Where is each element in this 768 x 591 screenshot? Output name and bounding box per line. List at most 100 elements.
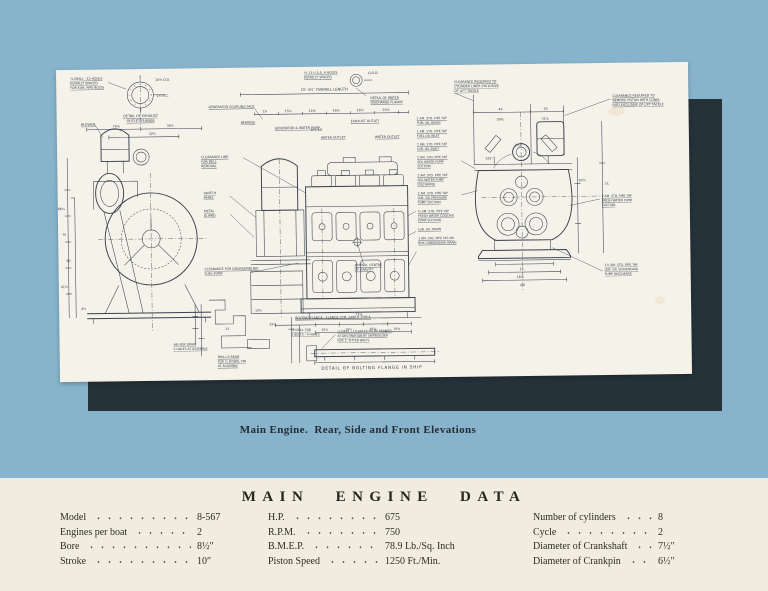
dot-leader [634,540,652,555]
drawing-annotation: METAL [204,209,215,213]
drawing-annotation: AT ASSEMBLY [218,364,238,368]
drawing-annotation: 36¼ [167,124,174,128]
drawing-annotation: GUARD [204,214,216,218]
drawing-annotation: 1 AM. STD. PIPE TAP [417,142,447,146]
bolting-flange-detail [275,323,440,365]
table-row-value: 1250 Ft./Min. [385,555,441,567]
drawing-annotation: LUB. OIL SCAVENGING [605,267,639,271]
drawing-annotation: SWITCH [204,191,217,195]
table-row: R.P.M.750 [268,525,480,541]
table-row-label: Stroke [60,555,87,567]
drawing-annotation: OF GRAVITY [355,268,374,272]
drawing-annotation: 30 [544,107,548,111]
table-row-value: 2 [658,526,663,538]
drawing-annotation: PUMP SUCTION [418,200,441,204]
figure-caption: Main Engine. Rear, Side and Front Elevat… [239,424,477,436]
table-row-value: 675 [385,512,400,523]
drawing-annotation: 10¾ [255,308,262,312]
drawing-annotation: 29¾ [269,322,276,326]
drawing-annotation: 16⅝ [357,108,364,112]
drawing-annotation: 75 [62,233,66,237]
table-row-value: 8½″ [197,541,214,553]
table-row-label: Diameter of Crankshaft [533,541,628,553]
drawing-annotation: DISCHARGE [417,182,435,186]
dot-leader [622,511,652,526]
bracket-detail [192,299,301,364]
drawing-annotation: 2 HOLES AT ASSEMBLY [174,347,208,351]
drawing-annotation: 41¼ [61,285,68,289]
drawing-annotation: GENERATOR COUPLING FACE [208,105,254,110]
drawing-annotation: W.O.&D. [311,128,323,132]
drawing-annotation: 60 [66,259,70,263]
drawing-annotation: 2 AM. STD. PIPE TAP [418,191,448,195]
drawing-annotation: LUB. OIL INLET [417,147,439,151]
drawing-annotation: 14¾ O.D. [155,78,170,82]
drawing-annotation: 16½ [345,327,352,331]
drawing-annotation: PANEL [204,196,214,200]
drawing-annotation: EQUALLY SPACED [70,81,98,85]
drawing-annotation: 15⅝ [285,109,292,113]
table-row-label: Bore [60,541,80,553]
drawing-annotation: 75 [604,182,608,186]
drawing-annotation: ⅝ DRILL FOR [291,328,311,332]
dot-leader [93,554,191,570]
dot-leader [563,525,652,541]
drawing-annotation: EXHAUST OUTLET [351,119,380,123]
drawing-annotation: FUEL PUMP [205,271,223,275]
drawing-annotation: 4-0 [520,283,525,287]
drawing-annotation: LUB. OIL PRESSURE [418,196,447,200]
table-row-value: 78.9 Lb./Sq. Inch [385,541,455,553]
dot-leader [93,511,191,526]
drawing-annotation: 75⅝ [113,124,120,128]
dot-leader [311,540,379,555]
table-row: Diameter of Crankpin 6½″ [533,554,708,570]
drawing-annotation: CLEARANCE LINE [201,155,228,159]
drawing-annotation: FOR 1″ FITTED BOLTS [338,338,370,342]
drawing-annotation: 14⅛ [309,109,316,113]
drawing-annotation: FOR BELL [201,160,217,164]
table-row: H.P.675 [268,511,480,526]
drawing-annotation: LUB. OIL DRAIN [418,227,441,231]
front-elevation [473,94,606,291]
drawing-annotation: ¾ AM. STD. PIPE TAP [418,209,449,213]
dot-leader [86,540,191,555]
table-row-value: 6½″ [658,555,675,567]
drawing-annotation: OF LIFT TACKLE [454,89,479,93]
drawing-annotation: BOLTING FLANGE - FLANGE SYM. ABOUT THIS … [295,315,372,320]
dot-leader [134,525,191,541]
drawing-annotation: REMOVAL [201,164,217,168]
drawing-annotation: SEA WATER PUMP [417,160,444,164]
table-row-label: Diameter of Crankpin [533,555,621,567]
drawing-annotation: 1¼ B.C. [156,94,169,98]
dot-leader [326,554,379,570]
drawing-annotation: 31⅝ [542,117,549,121]
drawing-annotation: APPROX. CENTRE [355,263,383,267]
drawing-annotation: FUEL OIL INLET [417,134,440,138]
drawing-annotation: EQUALLY SPACED [304,75,332,79]
drawing-annotation: 50⅞ [578,178,585,182]
page-title: MAIN ENGINE DATA [241,489,527,505]
dot-leader [302,525,379,541]
table-row-value: 8-567 [197,512,221,523]
table-row: B.M.E.P.78.9 Lb./Sq. Inch [268,540,480,555]
drawing-annotation: WATER OUTLET [321,135,346,139]
drawing-annotation: ROD EXCLUSIVE OF LIFT TACKLE [612,102,663,107]
drawing-annotation: BOX CONDENSATE DRAIN [418,240,456,245]
drawing-annotation: 44 [499,107,503,111]
drawing-annotation: FOR ¾ DOWEL PIN [218,359,246,363]
drawing-annotation: 125° [485,156,493,160]
paper-stain [654,296,666,305]
drawing-annotation: 2 AM. STD. PIPE TAP [417,173,447,177]
drawing-annotation: 4½ [81,307,86,311]
drawing-annotation: REMOVE PISTON WITH CONN- [612,98,660,103]
drawing-annotation: 16⅝ [517,275,524,279]
